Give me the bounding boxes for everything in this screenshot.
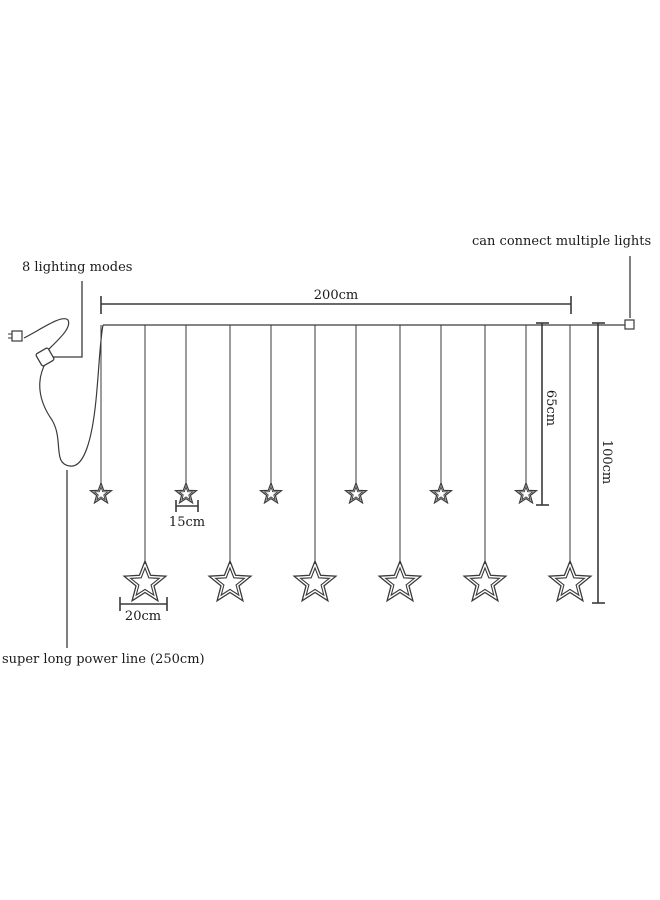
long-drop-dimension: 100cm [592, 322, 614, 604]
power-line-callout: super long power line (250cm) [2, 470, 205, 667]
plug-icon [8, 330, 23, 342]
large-star-icon [207, 559, 253, 603]
small-star-icon [88, 481, 114, 505]
large-star-icon [377, 559, 423, 603]
small-star-icon [343, 481, 369, 505]
large-star-icon [462, 559, 508, 603]
large-star-label: 20cm [125, 609, 161, 624]
short-drop-label: 65cm [543, 390, 558, 426]
connect-multiple-label: can connect multiple lights [472, 234, 651, 249]
end-connector [620, 319, 635, 330]
long-drop-label: 100cm [599, 440, 614, 484]
plug-cord [23, 318, 70, 353]
small-star-label: 15cm [169, 515, 205, 530]
large-star-icon [547, 559, 593, 603]
large-star-icon [292, 559, 338, 603]
lighting-modes-callout: 8 lighting modes [22, 260, 132, 358]
small-star-icon [513, 481, 539, 505]
width-dimension: 200cm [100, 288, 572, 314]
power-line-label: super long power line (250cm) [2, 652, 205, 667]
strands-group [88, 325, 593, 603]
small-star-icon [173, 481, 199, 505]
width-label: 200cm [314, 288, 358, 303]
short-drop-dimension: 65cm [536, 322, 558, 506]
connect-multiple-callout: can connect multiple lights [472, 234, 651, 318]
large-star-icon [122, 559, 168, 603]
power-cord [23, 318, 104, 467]
large-star-dimension: 20cm [119, 597, 168, 624]
lighting-modes-label: 8 lighting modes [22, 260, 132, 275]
small-star-icon [258, 481, 284, 505]
small-star-icon [428, 481, 454, 505]
small-star-dimension: 15cm [169, 500, 205, 530]
controller-box [35, 347, 55, 367]
power-line-cord [39, 324, 104, 467]
